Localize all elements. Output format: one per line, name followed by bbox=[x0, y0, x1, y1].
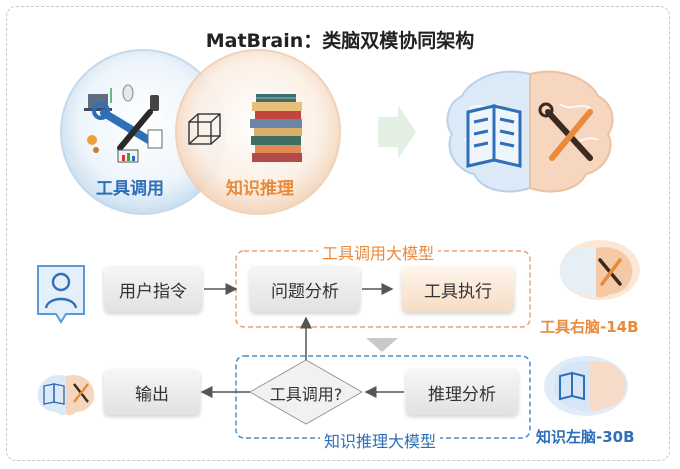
small-brain-icon bbox=[37, 374, 95, 416]
tool-execution-box: 工具执行 bbox=[402, 266, 514, 312]
tool-icons-cluster bbox=[84, 84, 163, 163]
tool-model-label: 工具调用大模型 bbox=[318, 240, 439, 264]
problem-analysis-box: 问题分析 bbox=[250, 266, 360, 312]
books-stack-icon bbox=[250, 94, 302, 162]
user-instruction-box: 用户指令 bbox=[104, 266, 202, 312]
wrench-screwdriver-icon bbox=[92, 102, 156, 151]
reasoning-analysis-box: 推理分析 bbox=[406, 369, 518, 415]
cube-icon bbox=[188, 113, 221, 145]
wrench-screwdriver-icon bbox=[538, 102, 593, 161]
venn-tool-label: 工具调用 bbox=[96, 179, 164, 199]
down-chevron-arrow bbox=[366, 338, 398, 352]
output-box: 输出 bbox=[104, 369, 200, 415]
page-title: MatBrain：类脑双模协同架构 bbox=[205, 30, 475, 52]
user-avatar-icon bbox=[37, 265, 85, 324]
tool-right-brain-icon bbox=[559, 240, 640, 300]
knowledge-model-label: 知识推理大模型 bbox=[320, 428, 441, 452]
right-brain-label: 工具右脑-14B bbox=[540, 318, 639, 336]
outer-frame bbox=[6, 6, 670, 461]
big-right-arrow bbox=[378, 105, 416, 159]
decision-diamond bbox=[248, 359, 364, 425]
left-brain-label: 知识左脑-30B bbox=[536, 428, 635, 446]
decision-label: 工具调用? bbox=[269, 385, 343, 404]
open-book-icon bbox=[466, 104, 522, 168]
knowledge-left-brain-icon bbox=[544, 356, 628, 416]
venn-knowledge-label: 知识推理 bbox=[226, 179, 294, 199]
